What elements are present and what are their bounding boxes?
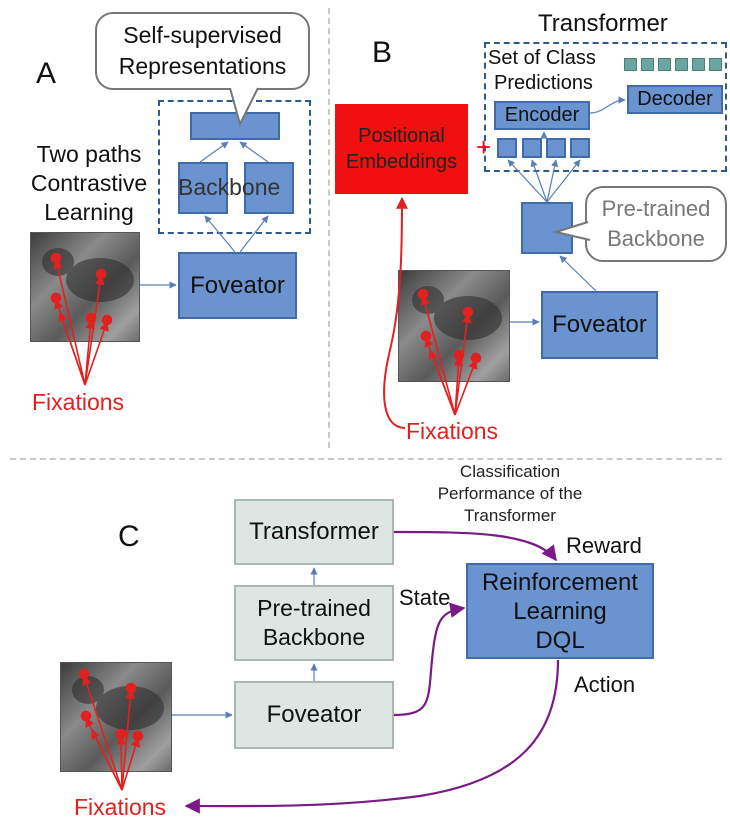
fixation-to-positional-arrow — [383, 196, 408, 429]
horizontal-divider — [10, 458, 722, 460]
panel-b-transformer-title: Transformer — [538, 10, 668, 37]
panel-b-foveator-box: Foveator — [541, 291, 658, 359]
backbone-right-box — [244, 162, 294, 214]
panel-c-rl-arrows — [184, 530, 560, 814]
prediction-token — [692, 58, 705, 71]
rl-dql-box: Reinforcement Learning DQL — [466, 563, 654, 659]
panel-a-title-line-1: Two paths — [36, 141, 142, 167]
encoder-label: Encoder — [504, 104, 580, 126]
panel-b-foveator-label: Foveator — [552, 311, 647, 338]
classification-line-3: Transformer — [464, 506, 556, 525]
class-predictions-line-2: Predictions — [494, 72, 593, 94]
panel-c-pretrained-line-1: Pre-trained — [257, 595, 371, 621]
panel-c-foveator-box: Foveator — [234, 681, 394, 749]
panel-a-letter: A — [36, 57, 57, 90]
rl-line-1: Reinforcement — [481, 568, 639, 596]
pretrained-backbone-box — [521, 202, 573, 254]
prediction-token — [709, 58, 722, 71]
classification-performance-label: Classification Performance of the Transf… — [420, 461, 600, 527]
reward-arrow — [393, 530, 557, 562]
class-predictions-label: Set of Class Predictions — [488, 46, 596, 96]
panel-a-foveator-label: Foveator — [190, 271, 285, 299]
rl-line-2: Learning — [513, 597, 607, 625]
decoder-box: Decoder — [627, 85, 723, 114]
panel-a-title: Two paths Contrastive Learning — [14, 140, 164, 227]
decoder-label: Decoder — [637, 88, 713, 110]
prediction-token — [675, 58, 688, 71]
panel-a-foveator-box: Foveator — [178, 252, 297, 319]
panel-b-connectors — [507, 96, 626, 326]
panel-c-pretrained-line-2: Backbone — [262, 624, 366, 650]
panel-c-transformer-box: Transformer — [234, 499, 394, 565]
panel-b-letter: B — [372, 36, 393, 69]
panel-a-title-line-2: Contrastive — [30, 170, 148, 196]
input-token-2 — [522, 138, 542, 158]
prediction-token — [641, 58, 654, 71]
representation-box — [190, 112, 280, 140]
panel-b-fixations — [417, 288, 482, 416]
positional-line-2: Embeddings — [345, 151, 458, 173]
callout-line-2: Representations — [118, 53, 287, 79]
input-token-4 — [570, 138, 590, 158]
panel-c-letter: C — [118, 520, 140, 553]
prediction-tokens — [624, 58, 724, 72]
prediction-token — [658, 58, 671, 71]
input-token-1 — [497, 138, 517, 158]
class-predictions-line-1: Set of Class — [488, 47, 596, 69]
state-label: State — [399, 585, 451, 610]
panel-a-title-line-3: Learning — [44, 199, 134, 225]
callout-line-1: Self-supervised — [123, 22, 282, 48]
state-arrow — [393, 602, 466, 717]
self-supervised-callout: Self-supervised Representations — [95, 12, 310, 90]
panel-c-foveator-label: Foveator — [266, 701, 362, 728]
panel-a-connectors — [140, 141, 269, 289]
panel-c-fixations-label: Fixations — [74, 794, 167, 820]
encoder-box: Encoder — [494, 101, 590, 130]
transformer-container — [484, 42, 727, 172]
reward-label: Reward — [566, 533, 642, 558]
pretrained-callout-line-1: Pre-trained — [601, 196, 711, 221]
panel-c-connectors — [172, 567, 318, 719]
backbone-left-box — [178, 162, 228, 214]
action-arrow — [184, 659, 560, 814]
rl-line-3: DQL — [535, 626, 585, 654]
input-token-3 — [546, 138, 566, 158]
pretrained-callout-line-2: Backbone — [607, 226, 705, 251]
plus-sign: + — [476, 132, 492, 162]
panel-a-fixations-label: Fixations — [32, 389, 125, 415]
classification-line-1: Classification — [459, 462, 561, 481]
panel-b-fixations-label: Fixations — [406, 418, 499, 444]
panel-c-transformer-label: Transformer — [249, 518, 379, 545]
pretrained-callout: Pre-trained Backbone — [585, 186, 727, 262]
prediction-token — [624, 58, 637, 71]
panel-c-pretrained-box: Pre-trained Backbone — [234, 585, 394, 661]
panel-a-backbone-label: Backbone — [178, 174, 281, 200]
vertical-divider — [328, 8, 330, 448]
positional-embeddings-box: Positional Embeddings — [335, 104, 468, 194]
panel-c-fixations — [78, 668, 144, 791]
panel-a-fixations — [50, 252, 113, 386]
positional-line-1: Positional — [358, 125, 445, 147]
callout-a-pointer — [229, 87, 259, 127]
callout-b-pointer — [552, 221, 591, 241]
classification-line-2: Performance of the — [437, 484, 583, 503]
action-label: Action — [574, 672, 636, 697]
